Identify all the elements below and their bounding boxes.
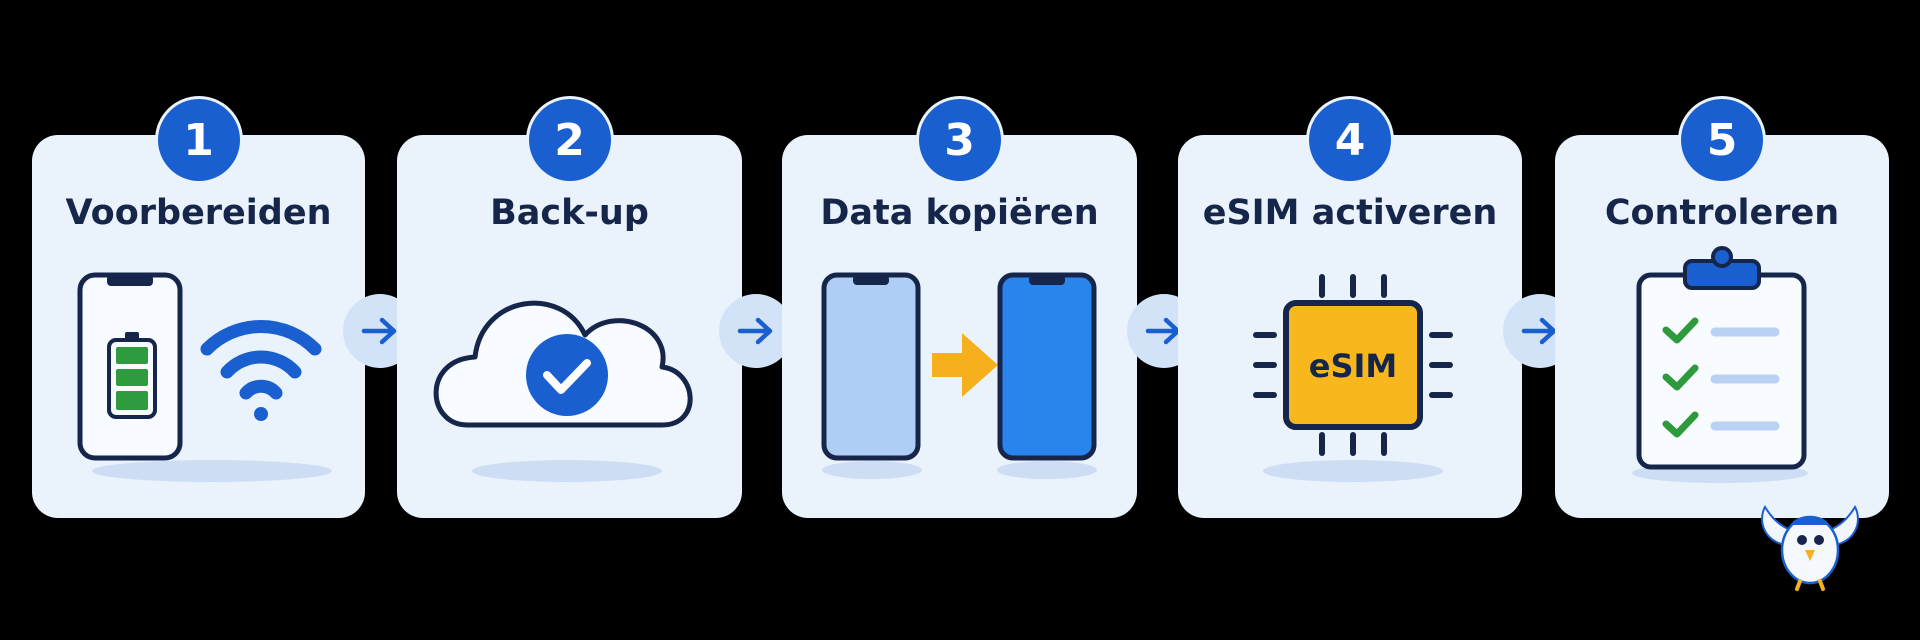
step-number-badge: 2 xyxy=(528,99,611,181)
phone-battery-wifi-illustration xyxy=(77,272,332,482)
cloud-backup-illustration xyxy=(433,300,693,482)
step-card-3: 3 Data kopiëren xyxy=(782,99,1137,518)
cloud-check-icon xyxy=(433,300,693,428)
step-title: Voorbereiden xyxy=(65,193,332,233)
phone-icon xyxy=(77,272,183,461)
step-title: Controleren xyxy=(1604,193,1840,233)
step-number-badge: 3 xyxy=(918,99,1001,181)
chip-label: eSIM xyxy=(1309,347,1398,385)
clipboard-checklist-icon xyxy=(1636,246,1807,470)
arrow-right-icon xyxy=(737,317,773,345)
clipboard-illustration xyxy=(1632,246,1808,483)
esim-chip-illustration: eSIM xyxy=(1253,274,1453,482)
battery-icon xyxy=(107,332,157,419)
step-card-1: 1 Voorbereiden xyxy=(32,99,365,518)
step-card-4: 4 eSIM activeren eSIM xyxy=(1178,99,1522,518)
step-number-badge: 4 xyxy=(1309,99,1391,181)
arrow-right-icon xyxy=(361,317,397,345)
arrow-right-icon xyxy=(1521,317,1557,345)
step-number-badge: 1 xyxy=(157,99,240,181)
phone-transfer-illustration xyxy=(821,272,1097,479)
phone-transfer-icon xyxy=(821,272,1097,461)
step-number-badge: 5 xyxy=(1681,99,1763,181)
step-title: Back-up xyxy=(490,193,649,233)
bird-mascot-icon xyxy=(1761,504,1859,591)
step-card-5: 5 Controleren xyxy=(1555,99,1889,518)
arrow-connector-2 xyxy=(719,294,793,368)
step-card-2: 2 Back-up xyxy=(397,99,742,518)
esim-chip-icon xyxy=(1253,274,1453,456)
step-title: eSIM activeren xyxy=(1202,193,1498,233)
wifi-icon xyxy=(200,320,322,421)
step-title: Data kopiëren xyxy=(820,193,1099,233)
